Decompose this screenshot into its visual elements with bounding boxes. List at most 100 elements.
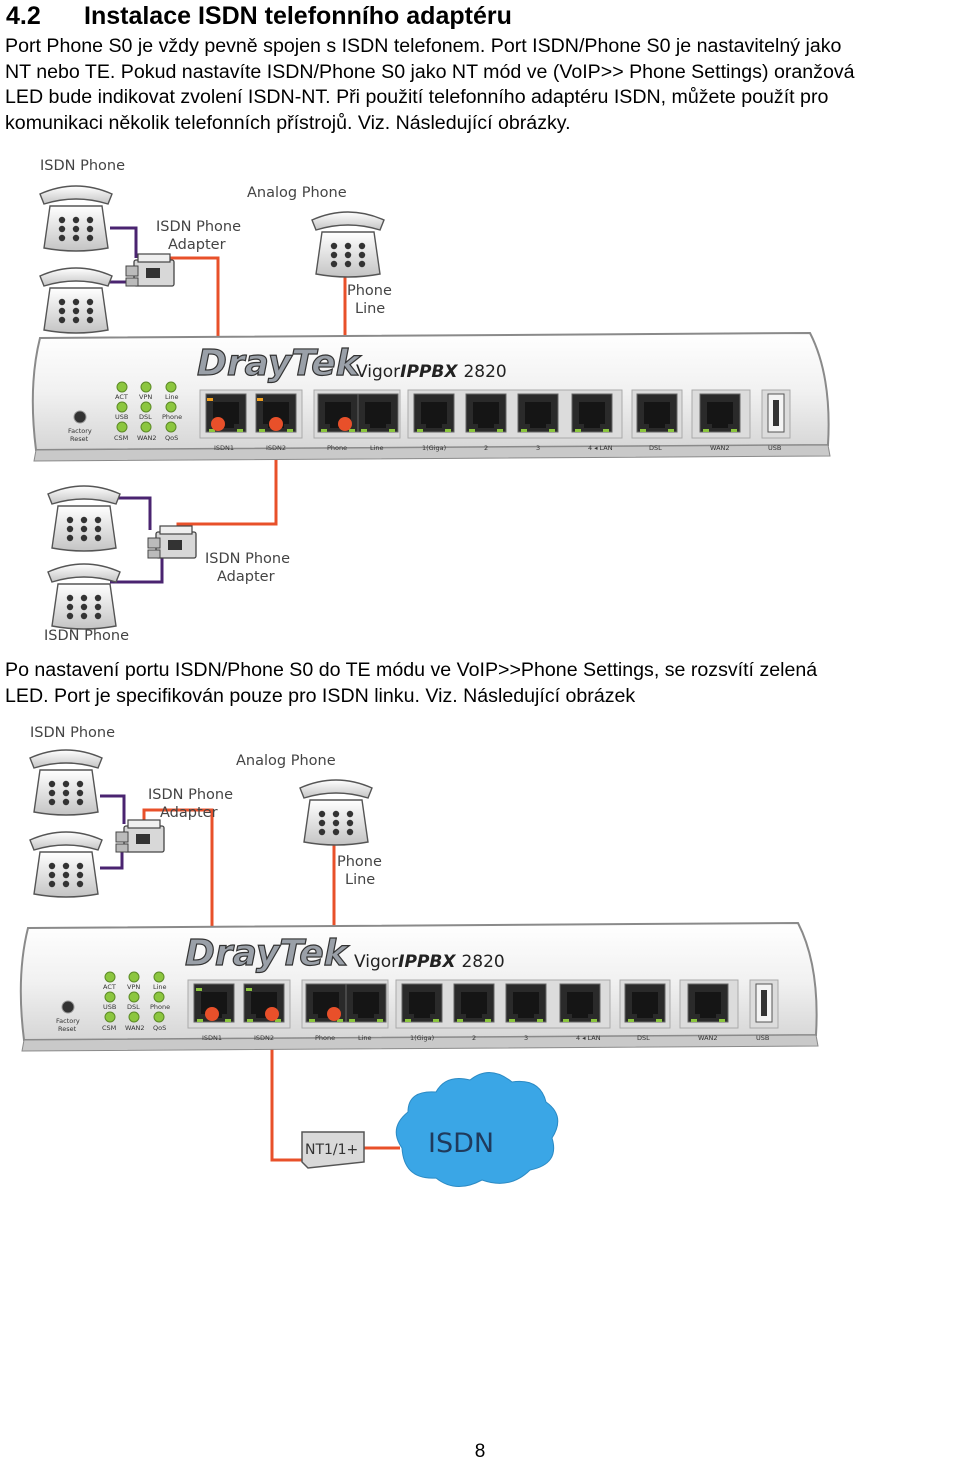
led-label: CSM [102, 1024, 116, 1032]
phone-line-label: Line [345, 872, 375, 888]
paragraph-line: NT nebo TE. Pokud nastavíte ISDN/Phone S… [5, 60, 855, 83]
port-label: 4 ◂ LAN [576, 1034, 601, 1042]
led-label: DSL [127, 1003, 140, 1011]
purple-cable [110, 558, 164, 584]
connector-dot [327, 1007, 341, 1021]
port-label: ISDN2 [254, 1034, 274, 1042]
analog-phone-icon [299, 779, 373, 846]
port-label: 3 [536, 444, 540, 452]
port-label: 2 [472, 1034, 476, 1042]
connector-dot [205, 1007, 219, 1021]
port-label: Phone [327, 444, 347, 452]
isdn-phone-icon [39, 267, 113, 334]
isdn-adapter-icon [147, 525, 197, 559]
led-label: USB [103, 1003, 116, 1011]
isdn-phone-label: ISDN Phone [30, 725, 115, 741]
port-label: Line [358, 1034, 372, 1042]
phone-line-label: Phone [347, 283, 392, 299]
led-label: WAN2 [137, 434, 157, 442]
connector-dot [211, 417, 225, 431]
led-label: WAN2 [125, 1024, 145, 1032]
nt1-device: NT1/1+ [301, 1131, 365, 1169]
port-label: WAN2 [698, 1034, 718, 1042]
port-label: DSL [649, 444, 662, 452]
paragraph-line: LED bude indikovat zvolení ISDN-NT. Při … [5, 86, 829, 109]
page-number: 8 [474, 1441, 486, 1462]
paragraph-line: Po nastavení portu ISDN/Phone S0 do TE m… [5, 659, 818, 681]
factory-reset-label: Reset [70, 435, 89, 443]
port-label: 1(Giga) [410, 1034, 434, 1042]
port-label: 1(Giga) [422, 444, 446, 452]
factory-reset-label: Factory [68, 427, 92, 435]
isdn-phone-label: ISDN Phone [40, 158, 125, 174]
factory-reset-label: Reset [58, 1025, 77, 1033]
isdn-cloud-icon [395, 1072, 559, 1187]
analog-phone-label: Analog Phone [236, 753, 336, 769]
port-label: 2 [484, 444, 488, 452]
factory-reset-label: Factory [56, 1017, 80, 1025]
router-brand: DrayTek [197, 343, 362, 384]
led-label: ACT [103, 983, 116, 991]
paragraph-line: Port Phone S0 je vždy pevně spojen s ISD… [5, 35, 842, 57]
port-label: Phone [315, 1034, 335, 1042]
adapter-label: Adapter [217, 569, 275, 585]
port-label: USB [768, 444, 781, 452]
adapter-label: ISDN Phone [156, 219, 241, 235]
adapter-label: Adapter [160, 805, 218, 821]
isdn2-orange-cable [270, 1014, 302, 1162]
purple-cable [110, 226, 138, 258]
te-mode-paragraph: Po nastavení portu ISDN/Phone S0 do TE m… [5, 658, 817, 709]
adapter-label: ISDN Phone [205, 551, 290, 567]
port-label: WAN2 [710, 444, 730, 452]
led-label: QoS [165, 434, 178, 442]
paragraph-line: komunikaci několik telefonních přístrojů… [5, 111, 571, 134]
led-label: Line [153, 983, 167, 991]
router-brand: DrayTek [185, 933, 350, 974]
section-heading: 4.2 Instalace ISDN telefonního adaptéru [6, 2, 512, 31]
led-label: Phone [162, 413, 182, 421]
section-number: 4.2 [6, 2, 41, 30]
intro-paragraph: Port Phone S0 je vždy pevně spojen s ISD… [5, 34, 855, 136]
connector-dot [338, 417, 352, 431]
port-label: DSL [637, 1034, 650, 1042]
port-label: 3 [524, 1034, 528, 1042]
connector-dot [269, 417, 283, 431]
section-title: Instalace ISDN telefonního adaptéru [84, 2, 512, 30]
led-label: Line [165, 393, 179, 401]
paragraph-line: LED. Port je specifikován pouze pro ISDN… [5, 684, 636, 707]
port-label: ISDN2 [266, 444, 286, 452]
isdn-phone-icon [29, 749, 103, 816]
analog-phone-label: Analog Phone [247, 185, 347, 201]
port-label: 4 ◂ LAN [588, 444, 613, 452]
port-label: ISDN1 [214, 444, 234, 452]
port-label: ISDN1 [202, 1034, 222, 1042]
phone-line-label: Phone [337, 854, 382, 870]
led-label: VPN [127, 983, 140, 991]
port-label: Line [370, 444, 384, 452]
purple-cable [118, 496, 152, 530]
connector-dot [265, 1007, 279, 1021]
isdn-phone-icon [47, 563, 121, 630]
nt1-label: NT1/1+ [305, 1142, 358, 1158]
port-label: USB [756, 1034, 769, 1042]
isdn-cloud-label: ISDN [428, 1128, 494, 1159]
adapter-label: ISDN Phone [148, 787, 233, 803]
isdn-phone-icon [39, 185, 113, 252]
led-label: Phone [150, 1003, 170, 1011]
phone-line-label: Line [355, 301, 385, 317]
led-label: ACT [115, 393, 128, 401]
adapter-label: Adapter [168, 237, 226, 253]
isdn-phone-label: ISDN Phone [44, 628, 129, 644]
analog-phone-icon [311, 211, 385, 278]
isdn-adapter-icon [115, 819, 165, 853]
isdn-adapter-icon [125, 253, 175, 287]
led-label: VPN [139, 393, 152, 401]
isdn-phone-icon [29, 831, 103, 898]
led-label: QoS [153, 1024, 166, 1032]
isdn1-orange-cable [142, 808, 214, 1014]
led-label: DSL [139, 413, 152, 421]
